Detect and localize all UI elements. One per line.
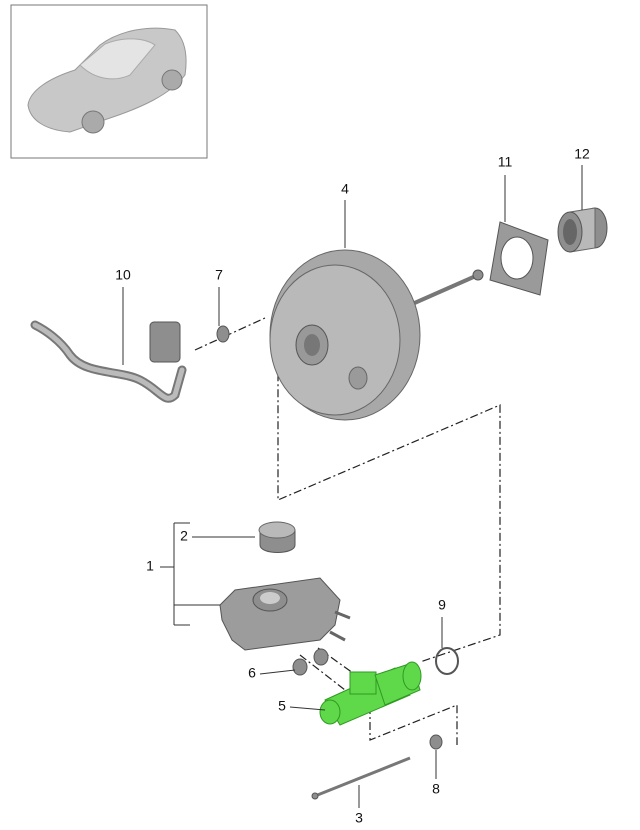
- part-4-brake-booster[interactable]: [269, 249, 484, 421]
- callout-4[interactable]: 4: [341, 181, 349, 197]
- part-2-reservoir-cap[interactable]: [258, 521, 296, 553]
- part-7-grommet[interactable]: [216, 325, 230, 343]
- callout-7[interactable]: 7: [215, 267, 223, 283]
- part-3-bolt[interactable]: [311, 756, 411, 800]
- part-12-seal[interactable]: [557, 207, 608, 253]
- leader-lines: [122, 165, 583, 808]
- callout-labels: 1 2 3 4 5 6 7 8 9 10 11 12: [115, 146, 590, 826]
- part-8-nut[interactable]: [429, 734, 443, 750]
- vehicle-thumbnail[interactable]: [10, 4, 208, 159]
- part-11-gasket[interactable]: [489, 221, 549, 296]
- part-6-grommets[interactable]: [292, 648, 329, 676]
- callout-6[interactable]: 6: [248, 665, 256, 681]
- part-10-vacuum-hose[interactable]: [30, 320, 187, 403]
- callout-12[interactable]: 12: [574, 146, 590, 162]
- callout-10[interactable]: 10: [115, 267, 131, 283]
- callout-3[interactable]: 3: [355, 810, 363, 826]
- part-1-reservoir[interactable]: [219, 577, 351, 651]
- part-5-master-cylinder[interactable]: [319, 661, 422, 726]
- callout-9[interactable]: 9: [438, 597, 446, 613]
- callout-11[interactable]: 11: [498, 154, 513, 170]
- part-9-o-ring[interactable]: [435, 647, 459, 675]
- callout-1[interactable]: 1: [146, 558, 154, 574]
- callout-8[interactable]: 8: [432, 781, 440, 797]
- callout-2[interactable]: 2: [180, 528, 188, 544]
- callout-5[interactable]: 5: [278, 698, 286, 714]
